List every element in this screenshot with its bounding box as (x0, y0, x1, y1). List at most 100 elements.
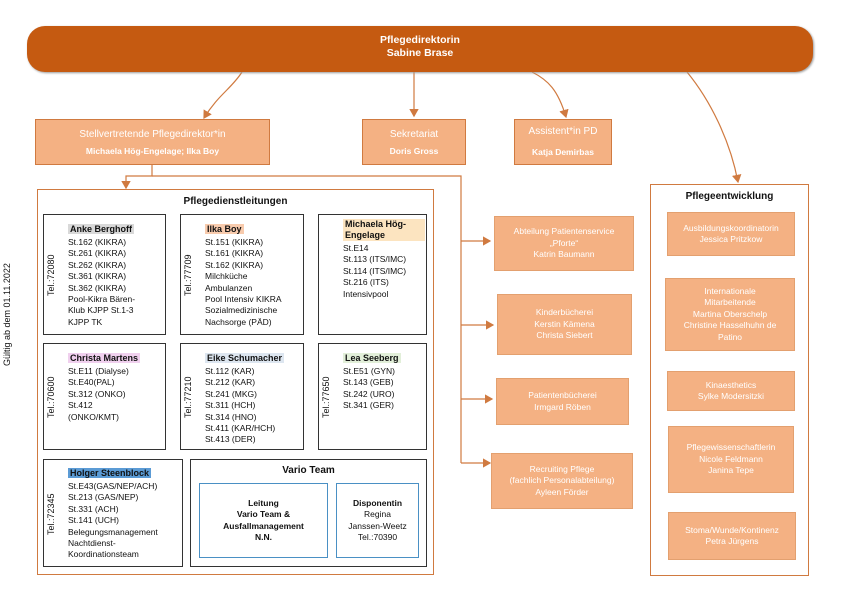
station-line: St.161 (KIKRA) (205, 248, 264, 259)
box-line: „Pforte“ (549, 237, 579, 248)
pdl-card-boy: Tel.:77709 Ilka Boy St.151 (KIKRA) St.16… (180, 214, 304, 335)
box-line: Sylke Modersitzki (697, 391, 765, 401)
station-line: St.E11 (Dialyse) (68, 366, 129, 376)
pdl-card-hoeg-engelage: Michaela Hög-Engelage St.E14 St.113 (ITS… (318, 214, 427, 335)
deputy-title: Stellvertretende Pflegedirektor*in (79, 129, 226, 140)
pdl-name: Michaela Hög-Engelage (343, 219, 425, 241)
station-line: St.413 (DER) (205, 434, 256, 445)
station-line: St.212 (KAR) (205, 377, 256, 388)
station-line: Koordinationsteam (68, 549, 139, 560)
station-line: St.216 (ITS) (343, 277, 389, 288)
pdl-card-martens: Tel.:70600 Christa Martens St.E11 (Dialy… (43, 343, 166, 450)
station-line: Pool Intensiv KIKRA (205, 294, 282, 305)
arrow-to-pflegeentwicklung (686, 71, 742, 184)
station-line: St.331 (ACH) (68, 503, 119, 514)
box-line: Petra Jürgens (705, 536, 759, 546)
pe-box-international: Internationale Mitarbeitende Martina Obe… (665, 278, 795, 351)
pflegedirektorin-box: Pflegedirektorin Sabine Brase (27, 26, 813, 72)
station-line: St.162 (KIKRA) (68, 237, 127, 247)
box-line: Patino (717, 331, 743, 342)
top-title: Pflegedirektorin (380, 34, 460, 46)
station-line: St.312 (ONKO) (68, 388, 126, 399)
tel-label: Tel.:77709 (183, 254, 193, 297)
pdl-name: Ilka Boy (205, 224, 244, 234)
station-line: St.361 (KIKRA) (68, 271, 127, 282)
secretariat-name: Doris Gross (389, 146, 439, 156)
box-line: (fachlich Personalabteilung) (509, 475, 615, 486)
vario-lead-line: Vario Team & (236, 509, 291, 519)
pe-box-pflegewissenschaft: Pflegewissenschaftlerin Nicole Feldmann … (668, 426, 794, 493)
vario-dispo-line: Disponentin (352, 497, 403, 508)
box-line: Kerstin Kämena (534, 318, 595, 329)
station-line: Pool-Kikra Bären- (68, 294, 136, 305)
line-to-middle (152, 175, 462, 463)
tel-label: Tel.:70600 (46, 376, 56, 419)
station-line: St.341 (GER) (343, 400, 395, 411)
box-line: Kinaesthetics (705, 379, 757, 390)
secretariat-title: Sekretariat (389, 129, 439, 140)
patientenservice-box: Abteilung Patientenservice „Pforte“ Katr… (494, 216, 634, 271)
tel-label: Tel.:77650 (321, 376, 331, 419)
assistant-title: Assistent*in PD (528, 126, 598, 137)
pdl-title: Pflegedienstleitungen (183, 196, 288, 207)
vario-dispo-line: Janssen-Weetz (348, 520, 407, 531)
station-line: Nachtdienst- (68, 538, 116, 549)
arrow-to-assistant (531, 71, 569, 119)
pdl-name: Lea Seeberg (343, 353, 401, 363)
kinderbuecherei-box: Kinderbücherei Kerstin Kämena Christa Si… (497, 294, 632, 355)
validity-note: Gültig ab dem 01.11.2022 (2, 263, 12, 367)
box-line: Internationale (704, 285, 756, 296)
station-line: St.241 (MKG) (205, 388, 257, 399)
top-name: Sabine Brase (386, 47, 454, 59)
station-line: Milchküche (205, 271, 248, 282)
box-line: Christine Hasselhuhn de (683, 320, 777, 331)
box-line: Abteilung Patientenservice (513, 226, 615, 237)
line-deputy-to-pdl (121, 165, 153, 190)
secretariat-box: Sekretariat Doris Gross (362, 119, 466, 165)
vario-title: Vario Team (282, 465, 335, 476)
box-line: Katrin Baumann (533, 249, 595, 260)
vario-dispo-box: Disponentin Regina Janssen-Weetz Tel.:70… (336, 483, 419, 558)
box-line: Pflegewissenschaftlerin (686, 442, 776, 453)
station-line: St.143 (GEB) (343, 377, 394, 388)
deputy-names: Michaela Hög-Engelage; Ilka Boy (85, 146, 220, 156)
station-line: St.162 (KIKRA) (205, 259, 264, 270)
station-line: Intensivpool (343, 288, 389, 299)
box-line: Jessica Pritzkow (699, 234, 763, 244)
box-line: Martina Oberschelp (692, 308, 768, 319)
deputy-box: Stellvertretende Pflegedirektor*in Micha… (35, 119, 270, 165)
arrow-to-deputy (203, 71, 243, 120)
box-line: Irmgard Röben (534, 401, 591, 412)
box-line: Kinderbücherei (535, 307, 594, 318)
pe-box-ausbildung: Ausbildungskoordinatorin Jessica Pritzko… (667, 212, 795, 256)
box-line: Ayleen Förder (535, 486, 589, 497)
station-line: St.E43(GAS/NEP/ACH) (68, 481, 158, 491)
pdl-card-seeberg: Tel.:77650 Lea Seeberg St.E51 (GYN) St.1… (318, 343, 427, 450)
box-line: Stoma/Wunde/Kontinenz (685, 524, 779, 535)
pe-box-kinaesthetics: Kinaesthetics Sylke Modersitzki (667, 371, 795, 411)
station-line: St.261 (KIKRA) (68, 248, 127, 259)
tel-label: Tel.:77210 (183, 376, 193, 419)
station-line: (ONKO/KMT) (68, 411, 119, 422)
box-line: Recruiting Pflege (529, 463, 595, 474)
vario-lead-box: Leitung Vario Team & Ausfallmanagement N… (199, 483, 328, 558)
station-line: St.114 (ITS/IMC) (343, 265, 407, 276)
pdl-card-steenblock: Tel.:72345 Holger Steenblock St.E43(GAS/… (43, 459, 183, 567)
station-line: St.412 (68, 400, 93, 411)
pdl-name: Eike Schumacher (205, 353, 285, 363)
vario-dispo-line: Regina (364, 509, 391, 519)
tel-label: Tel.:72080 (46, 254, 56, 297)
box-line: Patientenbücherei (528, 390, 597, 400)
station-line: St.362 (KIKRA) (68, 282, 127, 293)
tel-label: Tel.:72345 (46, 493, 56, 535)
station-line: St.113 (ITS/IMC) (343, 254, 407, 265)
vario-dispo-line: Tel.:70390 (357, 532, 398, 542)
pdl-card-schumacher: Tel.:77210 Eike Schumacher St.112 (KAR) … (180, 343, 304, 450)
station-line: St.314 (HNO) (205, 411, 257, 422)
station-line: St.411 (KAR/HCH) (205, 423, 276, 434)
station-line: Belegungsmanagement (68, 526, 158, 537)
assistant-box: Assistent*in PD Katja Demirbas (514, 119, 612, 165)
box-line: Christa Siebert (536, 330, 593, 341)
pdl-card-berghoff: Tel.:72080 Anke Berghoff St.162 (KIKRA) … (43, 214, 166, 335)
